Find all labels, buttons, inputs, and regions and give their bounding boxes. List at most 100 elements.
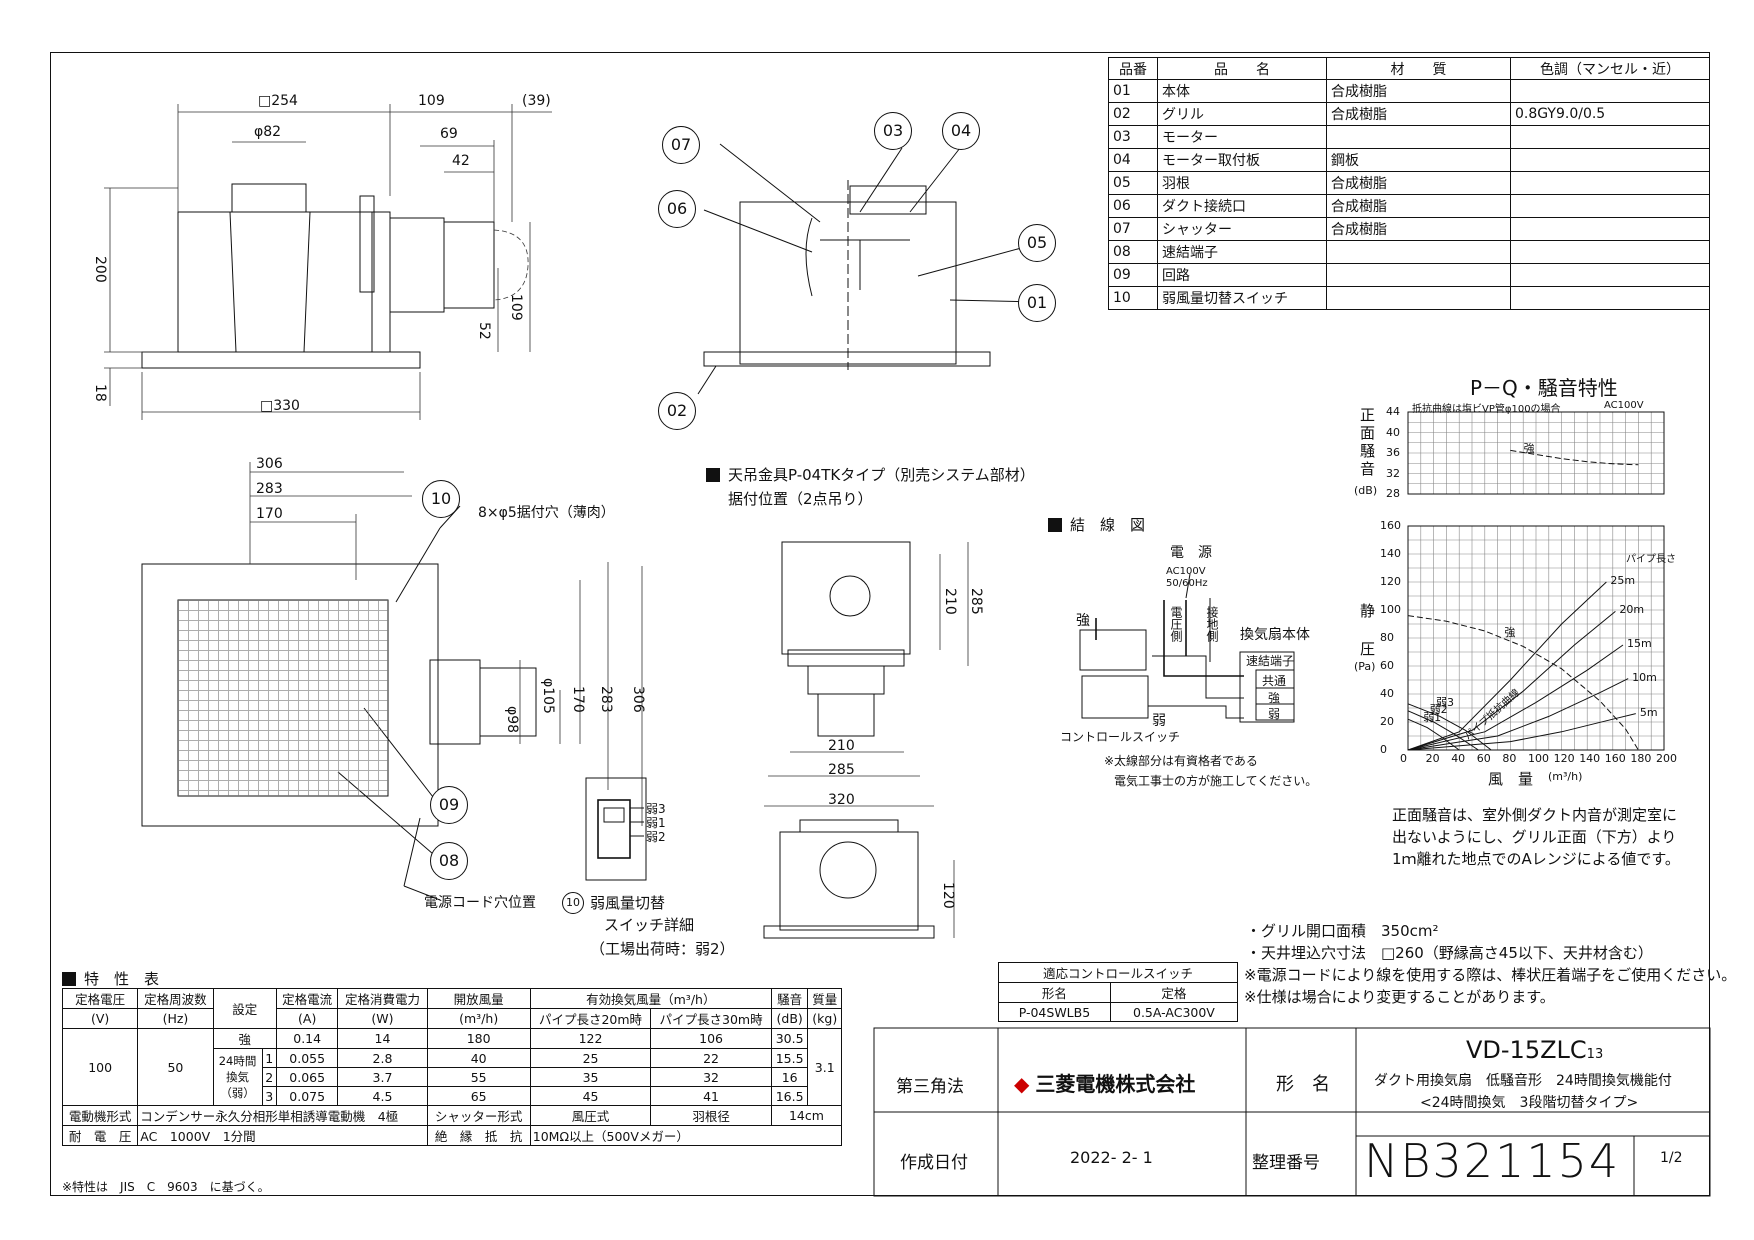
dim-v170: 170 — [570, 686, 586, 713]
spec-mass: 3.1 — [807, 1028, 842, 1106]
spec-shutter-label: シャッター形式 — [426, 1105, 531, 1126]
noise-char-1: 面 — [1360, 424, 1376, 442]
hanger-title-text: 天吊金具P-04TKタイプ（別売システム部材） — [728, 466, 1035, 484]
part-material — [1326, 240, 1511, 264]
spec-r1-p20: 25 — [529, 1048, 652, 1068]
spec-u-v: (V) — [61, 1008, 139, 1029]
pressure-y-tick-label: 20 — [1380, 715, 1394, 728]
wiring-note2: 電気工事士の方が施工してください。 — [1114, 774, 1318, 788]
spec-r1-p30: 22 — [650, 1048, 772, 1068]
pressure-y-tick-label: 160 — [1380, 519, 1401, 532]
wiring-power: 電 源 — [1170, 545, 1212, 561]
dim-w330: □330 — [260, 398, 300, 414]
noise-y-tick-label: 40 — [1386, 425, 1400, 439]
dim-phi82: φ82 — [254, 124, 282, 140]
callout-circle: 03 — [874, 112, 912, 150]
dim-phi98: φ98 — [504, 706, 520, 734]
spec-h-current: 定格電流 — [275, 988, 339, 1009]
spec-r0-p30: 106 — [650, 1028, 772, 1049]
dim-42: 42 — [452, 153, 470, 169]
pressure-y-tick-label: 80 — [1380, 631, 1394, 644]
spec-footnote: ※特性は JIS C 9603 に基づく。 — [62, 1180, 270, 1194]
wiring-power-freq: 50/60Hz — [1166, 578, 1208, 589]
pipe-curve-line — [1407, 644, 1624, 751]
spec-r3-w: 4.5 — [337, 1086, 428, 1106]
spec-r2-w: 3.7 — [337, 1067, 428, 1087]
dim-v283: 283 — [598, 686, 614, 713]
spec-mode24: 24時間換気（弱） — [212, 1048, 263, 1106]
noise-y-tick-label: 28 — [1386, 487, 1400, 500]
pq-noise-label: 正 面 騒 音 — [1360, 406, 1376, 478]
x-tick-label: 40 — [1451, 752, 1466, 765]
pq-xunit: (m³/h) — [1548, 770, 1583, 783]
tb-company-text: 三菱電機株式会社 — [1035, 1072, 1196, 1096]
part-no: 01 — [1108, 79, 1158, 103]
hanger-title: 天吊金具P-04TKタイプ（別売システム部材） — [706, 464, 1035, 485]
switch-factory: （工場出荷時：弱2） — [590, 940, 735, 958]
tb-number: NB321154 — [1364, 1134, 1621, 1188]
spec-r2-open: 55 — [426, 1067, 531, 1087]
tb-number-label: 整理番号 — [1252, 1153, 1320, 1173]
part-no: 08 — [1108, 240, 1158, 264]
pq-xlabel: 風 量 — [1488, 770, 1534, 788]
tb-model-sub: 13 — [1586, 1047, 1604, 1062]
hanger-h210: 210 — [828, 738, 855, 754]
callout-circle: 06 — [658, 190, 696, 228]
tb-desc1: ダクト用換気扇 低騒音形 24時間換気機能付 — [1374, 1073, 1672, 1089]
tb-model-text: VD-15ZLC — [1466, 1036, 1587, 1064]
spec-r3-a: 0.075 — [275, 1086, 339, 1106]
pressure-y-tick-label: 40 — [1380, 687, 1394, 700]
tb-date-label: 作成日付 — [900, 1153, 968, 1173]
part-material: 合成樹脂 — [1326, 102, 1511, 126]
dim-109: 109 — [418, 93, 445, 109]
spec-r0-a: 0.14 — [275, 1028, 339, 1049]
spec-h-setting: 設定 — [212, 988, 278, 1029]
dim-v306: 306 — [630, 686, 646, 713]
dim-phi105: φ105 — [540, 678, 556, 714]
tb-date: 2022- 2- 1 — [1070, 1148, 1153, 1167]
spec-voltage: 100 — [61, 1028, 139, 1106]
spec-u-hz: (Hz) — [137, 1008, 214, 1029]
spec-r3-p20: 45 — [529, 1086, 652, 1106]
pq-pipe-label: パイプ長さ — [1626, 554, 1676, 565]
part-material: 合成樹脂 — [1326, 79, 1511, 103]
pressure-series-label: 強 — [1504, 626, 1516, 640]
x-tick-label: 60 — [1476, 752, 1491, 765]
hanger-v120: 120 — [940, 882, 956, 909]
pq-note-line-1: 正面騒音は、室外側ダクト内音が測定室に — [1392, 806, 1678, 824]
switch-title2: スイッチ詳細 — [604, 916, 695, 934]
pipe-curve-line — [1407, 581, 1607, 751]
dim-h109: 109 — [508, 294, 524, 321]
dim-306: 306 — [256, 456, 283, 472]
spec-r1-a: 0.055 — [275, 1048, 339, 1068]
part-name: グリル — [1157, 102, 1327, 126]
mount-hole-label: 8×φ5据付穴（薄肉） — [478, 505, 615, 521]
pq-pressure-unit: (Pa) — [1354, 660, 1376, 673]
hanger-v210: 210 — [942, 588, 958, 615]
pipe-curve-label: 10m — [1632, 670, 1657, 684]
pipe-curve-line — [1407, 678, 1629, 751]
spec-withstand: AC 1000V 1分間 — [137, 1125, 428, 1146]
front-view — [104, 104, 552, 420]
part-material: 合成樹脂 — [1326, 217, 1511, 241]
wiring-title-text: 結 線 図 — [1070, 516, 1146, 534]
dim-69: 69 — [440, 126, 458, 142]
part-name: 本体 — [1157, 79, 1327, 103]
wiring-terminal-strong: 強 — [1268, 691, 1281, 705]
pq-ac: AC100V — [1604, 400, 1644, 411]
spec-h-open: 開放風量 — [426, 988, 531, 1009]
noise-y-tick-label: 44 — [1386, 405, 1400, 418]
pq-pressure-char-0: 静 — [1360, 602, 1376, 620]
part-color — [1510, 240, 1710, 264]
spec-r2-a: 0.065 — [275, 1067, 339, 1087]
spec-h-mass: 質量 — [807, 988, 842, 1009]
tb-model-label: 形 名 — [1276, 1074, 1330, 1095]
spec-r0-db: 30.5 — [770, 1028, 809, 1049]
pq-note: 抵抗曲線は塩ビVP管φ100の場合 — [1412, 404, 1561, 415]
pipe-curve-label: 15m — [1627, 637, 1652, 650]
wiring-power-spec: AC100V — [1166, 566, 1206, 577]
